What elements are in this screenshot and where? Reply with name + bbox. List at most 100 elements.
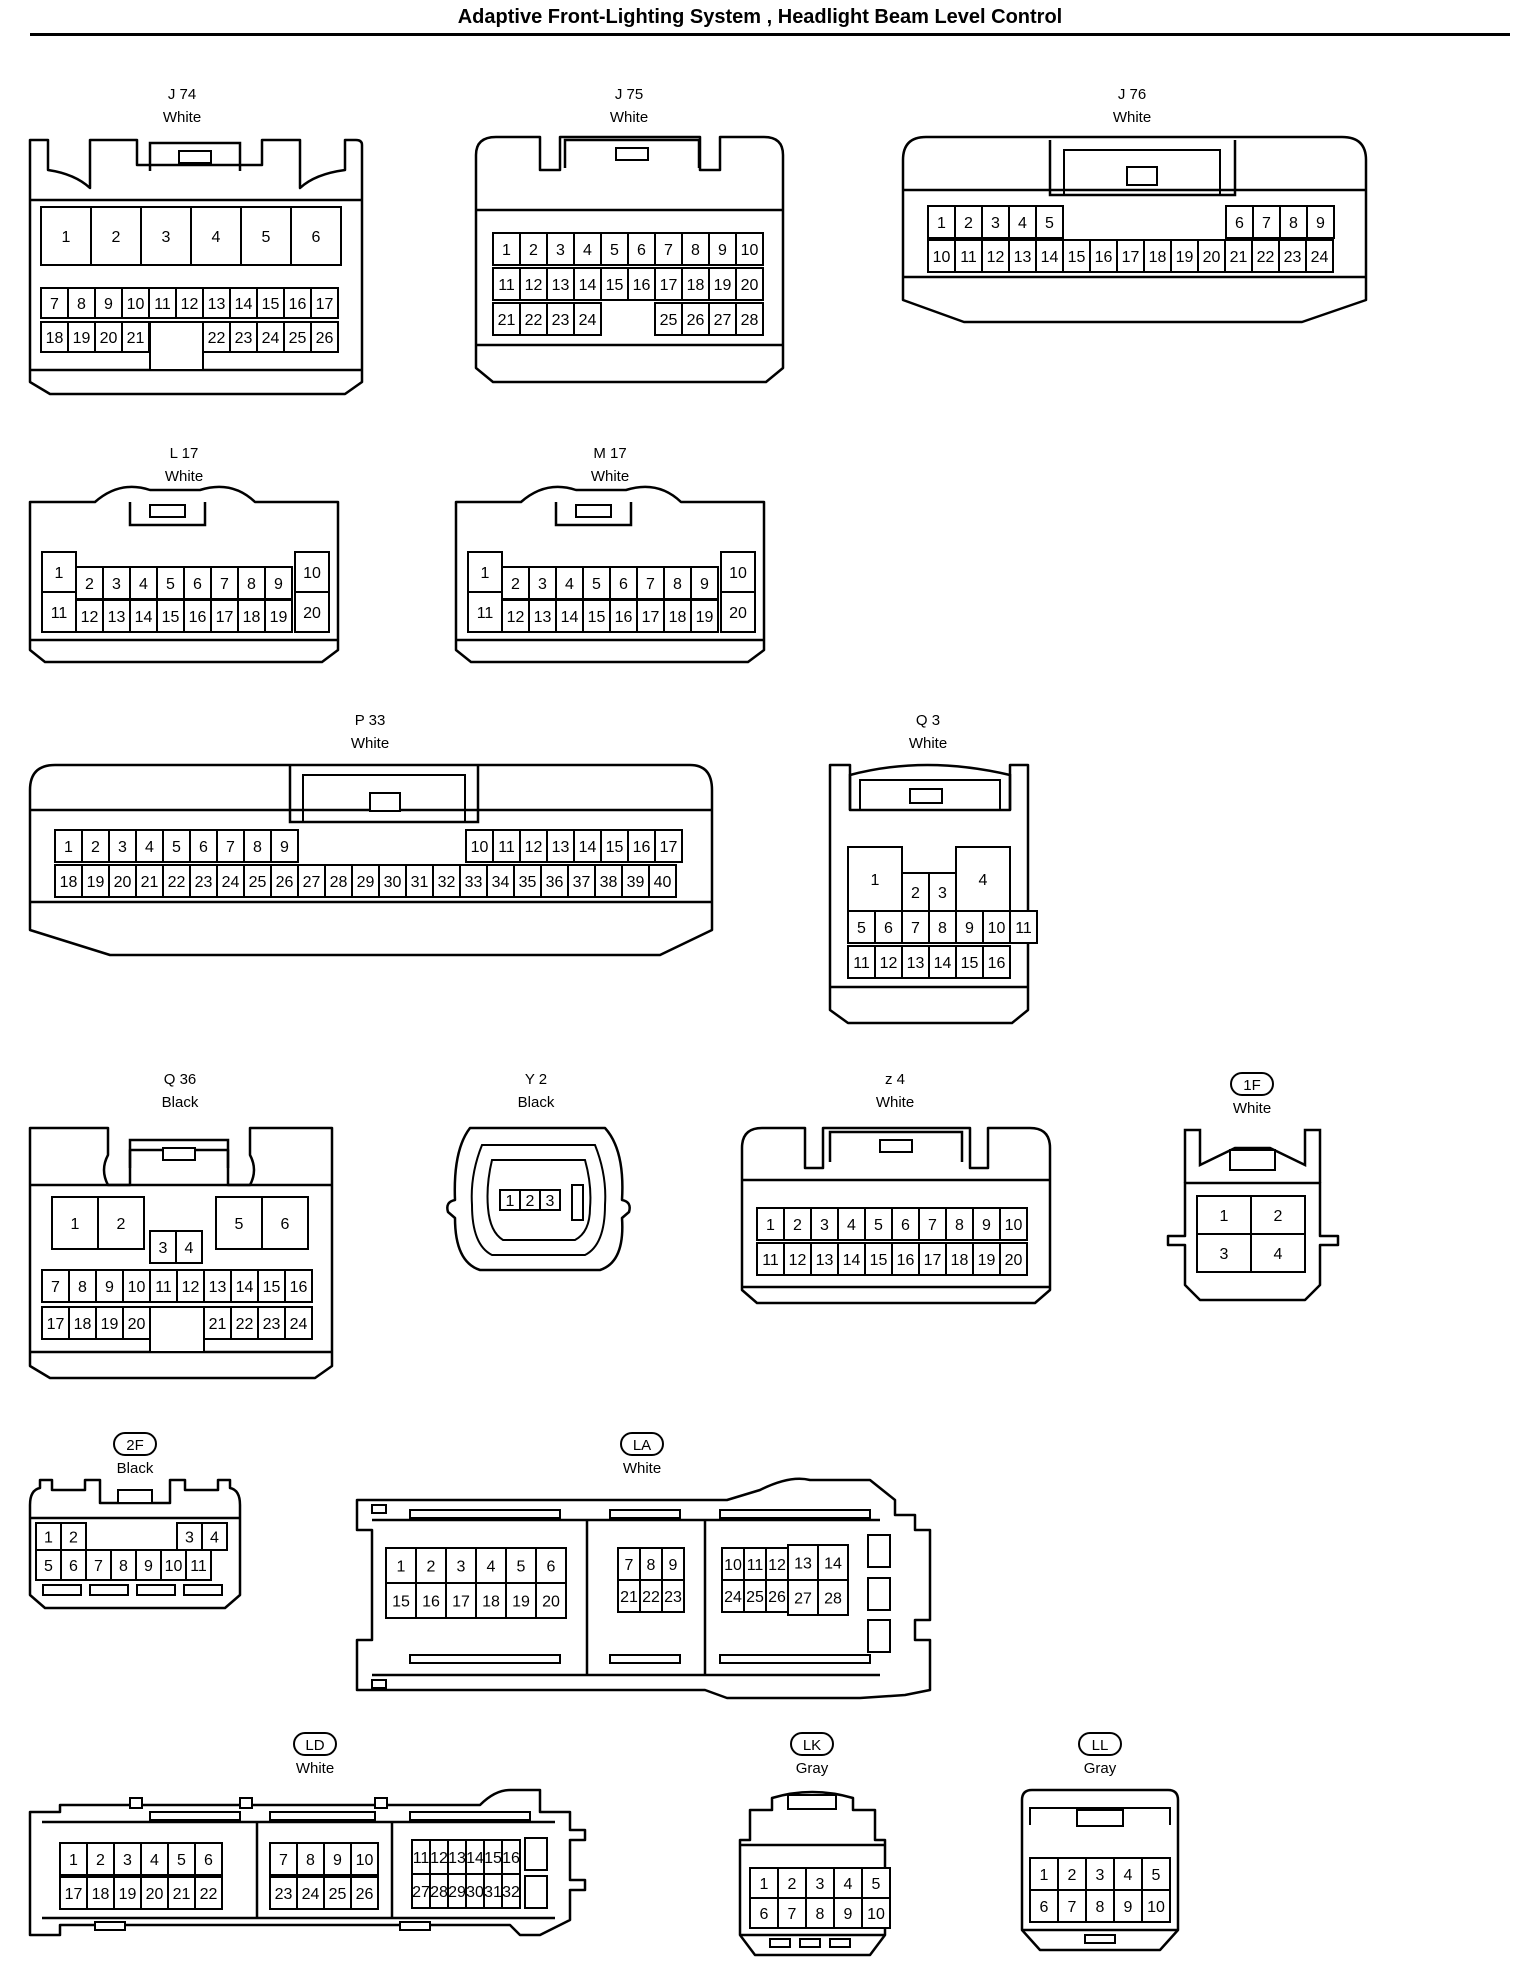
pin-cell xyxy=(75,599,104,633)
pin-number: 24 xyxy=(579,312,597,329)
pin-number: 13 xyxy=(1014,249,1032,266)
pin-number: 12 xyxy=(789,1252,807,1269)
pin-number: 21 xyxy=(498,312,516,329)
pin-number: 19 xyxy=(73,330,91,347)
pin-number: 9 xyxy=(965,920,974,937)
pin-cell xyxy=(135,1549,162,1581)
pin-number: 12 xyxy=(987,249,1005,266)
pin-cell xyxy=(60,1522,87,1551)
pin-number: 19 xyxy=(696,609,714,626)
pin-cell xyxy=(661,1579,685,1613)
pin-number: 26 xyxy=(356,1886,374,1903)
pin-number: 22 xyxy=(200,1886,218,1903)
pin-number: 4 xyxy=(185,1240,194,1257)
pin-number: 38 xyxy=(600,874,618,891)
pin-number: 22 xyxy=(208,330,226,347)
latch-button xyxy=(149,504,186,518)
connector-color: White xyxy=(163,109,201,126)
pin-number: 13 xyxy=(208,296,226,313)
pin-number: 15 xyxy=(263,1279,281,1296)
latch-tab xyxy=(828,1130,964,1162)
pin-cell xyxy=(847,945,876,979)
connector-id-badge xyxy=(790,1732,834,1756)
pin-number: 11 xyxy=(51,605,68,622)
connector-color: White xyxy=(876,1094,914,1111)
pin-cell xyxy=(927,205,956,239)
pin-cell xyxy=(1008,239,1037,273)
pin-number: 15 xyxy=(961,955,979,972)
rail xyxy=(409,1509,561,1519)
pin-number: 24 xyxy=(302,1886,320,1903)
pin-number: 6 xyxy=(193,576,202,593)
pin-cell xyxy=(203,1269,232,1303)
pin-cell xyxy=(847,910,876,944)
pin-number: 17 xyxy=(642,609,660,626)
pin-number: 21 xyxy=(1230,249,1248,266)
pin-number: 12 xyxy=(181,296,199,313)
pin-cell xyxy=(85,1549,112,1581)
pin-number: 13 xyxy=(794,1556,812,1573)
pin-number: 21 xyxy=(173,1886,191,1903)
pin-cell xyxy=(735,232,764,266)
pin-cell xyxy=(708,232,737,266)
page-title: Adaptive Front-Lighting System , Headlig… xyxy=(457,6,1063,28)
pin-number: 4 xyxy=(145,839,154,856)
pin-number: 20 xyxy=(303,605,321,622)
pin-cell xyxy=(663,599,692,633)
latch-frame xyxy=(1063,149,1221,196)
pin-number: 10 xyxy=(356,1852,374,1869)
rib xyxy=(94,1921,126,1931)
pin-number: 1 xyxy=(397,1559,406,1576)
connector-color: White xyxy=(591,468,629,485)
pin-cell xyxy=(636,566,665,600)
latch-button xyxy=(575,504,612,518)
pin-number: 7 xyxy=(1068,1899,1077,1916)
pin-cell xyxy=(817,1579,849,1616)
pin-cell xyxy=(1113,1889,1143,1923)
side-slot xyxy=(867,1534,891,1568)
pin-number: 9 xyxy=(105,1279,114,1296)
pin-number: 9 xyxy=(844,1906,853,1923)
pin-cell xyxy=(1306,205,1335,239)
pin-number: 10 xyxy=(729,565,747,582)
pin-number: 9 xyxy=(104,296,113,313)
pin-number: 35 xyxy=(519,874,537,891)
pin-cell xyxy=(110,1549,137,1581)
pin-slot xyxy=(183,1584,223,1596)
pin-cell xyxy=(51,1196,99,1250)
pin-cell xyxy=(140,206,192,266)
latch-button xyxy=(615,147,649,161)
pin-number: 18 xyxy=(482,1594,500,1611)
pin-cell xyxy=(240,206,292,266)
connector-color: White xyxy=(610,109,648,126)
connector-color: Gray xyxy=(796,1760,829,1777)
pin-number: 14 xyxy=(934,955,952,972)
pin-number: 36 xyxy=(546,874,564,891)
pin-number: 8 xyxy=(938,920,947,937)
pin-number: 1 xyxy=(937,215,946,232)
pin-number: 4 xyxy=(150,1852,159,1869)
pin-number: 7 xyxy=(788,1906,797,1923)
pin-number: 2 xyxy=(793,1217,802,1234)
pin-number: 22 xyxy=(525,312,543,329)
connector-color: White xyxy=(1113,109,1151,126)
pin-number: 9 xyxy=(333,1852,342,1869)
pin-number: 9 xyxy=(1124,1899,1133,1916)
pin-number: 16 xyxy=(1095,249,1113,266)
pin-cell xyxy=(735,267,764,301)
pin-number: 13 xyxy=(552,277,570,294)
pin-number: 17 xyxy=(660,839,678,856)
pin-number: 3 xyxy=(991,215,1000,232)
pin-number: 2 xyxy=(964,215,973,232)
pin-cell xyxy=(135,864,164,898)
pin-number: 11 xyxy=(762,1252,779,1269)
pin-number: 18 xyxy=(951,1252,969,1269)
pin-cell xyxy=(519,829,548,863)
pin-number: 1 xyxy=(760,1876,769,1893)
rib xyxy=(371,1679,387,1689)
pin-number: 13 xyxy=(534,609,552,626)
